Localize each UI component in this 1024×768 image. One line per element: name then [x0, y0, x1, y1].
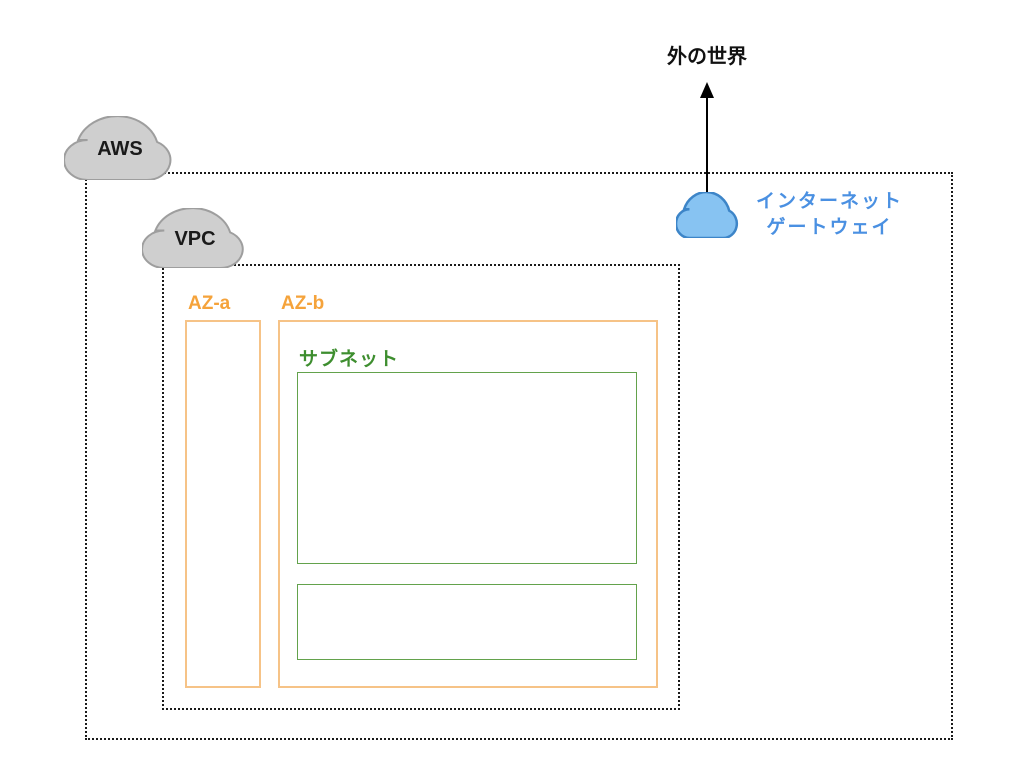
subnet-box-2 — [297, 584, 637, 660]
internet-gateway-label-line1: インターネット — [755, 191, 903, 212]
arrow-to-outside — [700, 82, 714, 197]
subnet-label: サブネット — [299, 349, 400, 370]
az-a-box — [185, 320, 261, 688]
outside-world-label: 外の世界 — [667, 46, 747, 68]
aws-boundary — [85, 172, 953, 740]
subnet-box-1 — [297, 372, 637, 564]
az-b-box — [278, 320, 658, 688]
vpc-boundary — [162, 264, 680, 710]
az-b-label: AZ-b — [281, 293, 325, 314]
az-a-label: AZ-a — [188, 293, 231, 314]
internet-gateway-label: インターネット ゲートウェイ — [742, 189, 917, 241]
aws-label: AWS — [97, 138, 143, 160]
internet-gateway-label-line2: ゲートウェイ — [766, 217, 893, 238]
aws-cloud-icon: AWS — [64, 116, 176, 180]
